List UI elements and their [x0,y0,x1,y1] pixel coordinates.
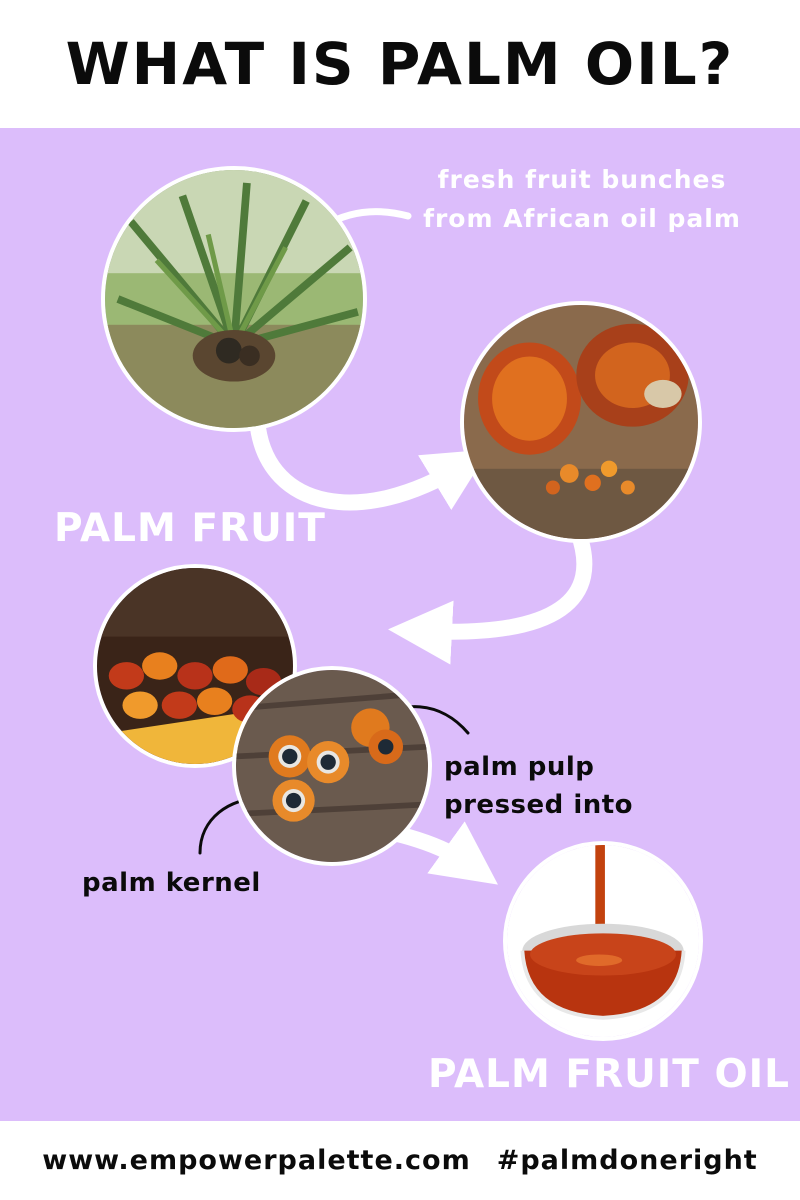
palm-oil-bowl-photo [503,841,703,1041]
oil-palm-tree-photo [101,166,367,432]
diagram-panel: fresh fruit bunches from African oil pal… [0,128,800,1121]
palm-pulp-line-1: palm pulp [444,752,595,782]
arrow-bunches-to-fruits [388,524,593,665]
palm-fruit-label: PALM FRUIT [54,506,326,551]
hashtag-text: #palmdoneright [496,1145,758,1176]
palm-pulp-label: palm pulp pressed into [444,748,633,824]
cut-palm-fruit-kernels-photo [232,666,432,866]
website-link[interactable]: www.empowerpalette.com [42,1145,471,1176]
fresh-fruit-bunches-label: fresh fruit bunches from African oil pal… [423,165,741,233]
arrow-tree-to-bunches [250,420,490,511]
palm-kernel-label: palm kernel [82,868,261,898]
palm-pulp-line-2: pressed into [444,790,634,820]
fresh-fruit-bunches-photo [460,301,702,543]
page-title: WHAT IS PALM OIL? [65,30,735,98]
footer: www.empowerpalette.com #palmdoneright [0,1121,800,1200]
palm-fruit-oil-label: PALM FRUIT OIL [428,1052,790,1097]
loose-palm-fruits-photo [93,564,297,768]
header: WHAT IS PALM OIL? [0,0,800,128]
